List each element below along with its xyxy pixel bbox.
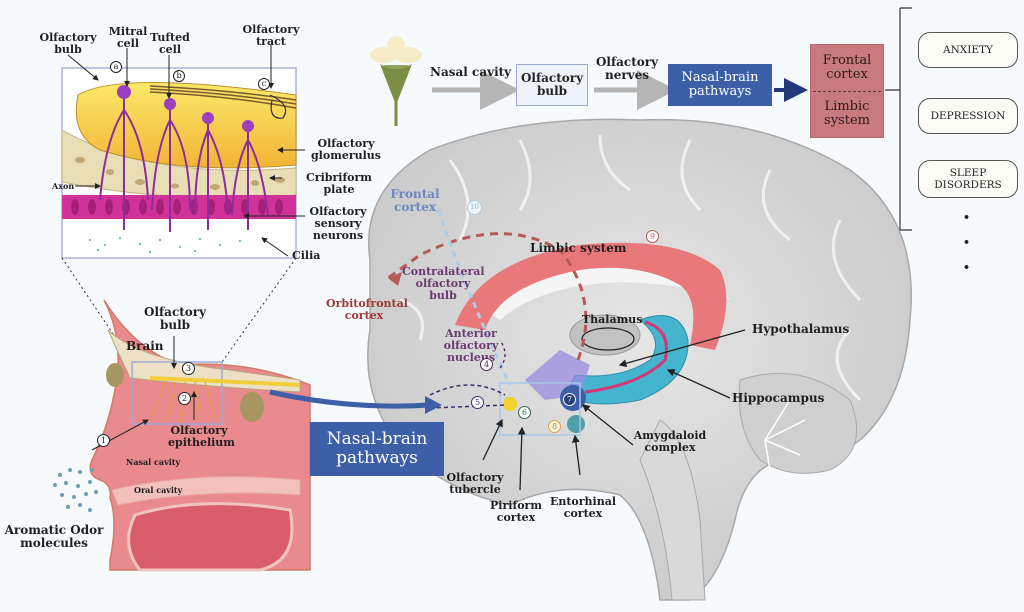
marker-a: a — [110, 61, 122, 73]
brain-label-frontal-cortex: Frontal cortex — [390, 187, 440, 214]
inset-label-glomerulus: Olfactory glomerulus — [310, 137, 381, 162]
head-label-nasal-cavity: Nasal cavity — [126, 457, 181, 467]
head-label-olfactory-epithelium: Olfactory epithelium — [168, 424, 235, 449]
ellipsis-dot: • — [963, 236, 971, 249]
marker-10: 10 — [467, 200, 482, 215]
flow-label-nasal-cavity: Nasal cavity — [430, 65, 512, 79]
inset-label-tufted-cell: Tufted cell — [150, 31, 190, 56]
brain-label-hypothalamus: Hypothalamus — [752, 322, 850, 336]
brain-label-piriform-cortex: Piriform cortex — [490, 499, 542, 524]
limbic-system-region — [455, 242, 727, 350]
marker-1: 1 — [97, 434, 110, 447]
marker-2: 2 — [178, 392, 191, 405]
orbitofrontal-pathway — [387, 232, 588, 361]
brain-label-limbic-system: Limbic system — [530, 241, 627, 255]
outcome-depression: DEPRESSION — [918, 98, 1018, 134]
flow-target-box: Frontal cortex Limbic system — [810, 44, 884, 138]
marker-4: 4 — [480, 358, 493, 371]
marker-b: b — [173, 70, 185, 82]
flower-icon — [370, 36, 422, 126]
outcome-bracket — [885, 7, 912, 231]
ellipsis-dot: • — [963, 261, 971, 274]
head-cross-section — [53, 299, 311, 572]
brain-label-thalamus: Thalamus — [582, 313, 643, 326]
flow-box-olfactory-bulb: Olfactory bulb — [516, 64, 588, 106]
brain-label-contralateral-bulb: Contralateral olfactory bulb — [402, 265, 485, 302]
brain-label-hippocampus: Hippocampus — [732, 391, 825, 405]
nasal-brain-pathways-box: Nasal-brain pathways — [310, 422, 444, 476]
marker-6: 6 — [518, 406, 531, 419]
inset-label-cribriform-plate: Cribriform plate — [306, 171, 372, 196]
inset-label-sensory-neurons: Olfactory sensory neurons — [309, 205, 367, 242]
hippocampus-region — [564, 315, 689, 405]
flow-label-olfactory-nerves: Olfactory nerves — [595, 55, 659, 82]
odor-molecules — [53, 468, 98, 512]
olfactory-inset — [61, 45, 305, 259]
outcome-sleep-disorders: SLEEP DISORDERS — [918, 160, 1018, 198]
flow-arrows — [432, 7, 912, 231]
inset-label-olfactory-tract: Olfactory tract — [242, 23, 300, 48]
target-frontal-cortex: Frontal cortex — [822, 53, 872, 82]
inset-label-cilia: Cilia — [292, 249, 321, 262]
brain-label-amygdaloid-complex: Amygdaloid complex — [633, 429, 707, 454]
head-label-brain: Brain — [126, 339, 164, 353]
olfactory-bulb-shape — [75, 82, 297, 169]
target-divider — [813, 91, 881, 92]
inset-label-mitral-cell: Mitral cell — [108, 25, 148, 50]
frontal-pathway — [436, 209, 512, 386]
target-limbic-system: Limbic system — [824, 99, 870, 128]
brain-label-olfactory-tubercle: Olfactory tubercle — [446, 471, 504, 496]
flow-box-nasal-brain-pathways: Nasal-brain pathways — [668, 64, 772, 106]
brain-label-orbitofrontal-cortex: Orbitofrontal cortex — [326, 297, 408, 322]
ellipsis-dot: • — [963, 211, 971, 224]
inset-label-axon: Axon — [52, 181, 75, 191]
marker-5: 5 — [471, 396, 484, 409]
head-zoom-frame — [131, 361, 223, 425]
brain-label-entorhinal-cortex: Entorhinal cortex — [549, 495, 617, 520]
mitral-cell-bodies — [117, 85, 254, 132]
inset-label-olfactory-bulb: Olfactory bulb — [39, 31, 97, 56]
head-label-odor-molecules: Aromatic Odor molecules — [4, 523, 104, 550]
marker-7: 7 — [563, 393, 576, 406]
head-label-olfactory-bulb: Olfactory bulb — [144, 305, 207, 332]
head-label-oral-cavity: Oral cavity — [134, 485, 183, 495]
marker-c: c — [258, 78, 270, 90]
marker-3: 3 — [182, 362, 195, 375]
marker-8: 8 — [548, 420, 561, 433]
brain-label-anterior-olfactory-nucleus: Anterior olfactory nucleus — [443, 327, 499, 364]
brain-sagittal — [269, 118, 912, 601]
outcome-anxiety: ANXIETY — [918, 32, 1018, 68]
marker-9: 9 — [646, 230, 659, 243]
neurons — [99, 92, 269, 232]
